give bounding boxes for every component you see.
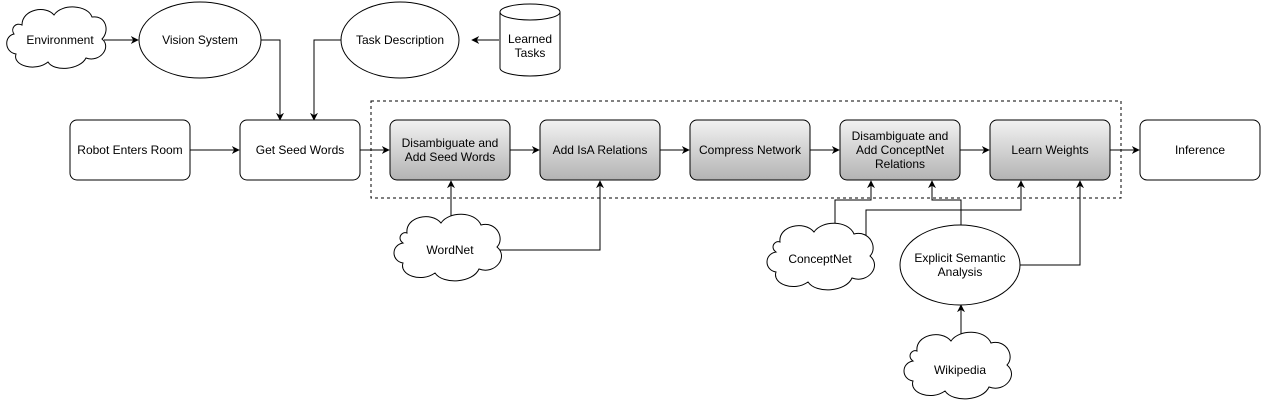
label-line: Learned — [508, 32, 552, 46]
label-line: Vision System — [162, 33, 238, 47]
label-line: Environment — [26, 33, 94, 47]
label-line: Tasks — [515, 46, 546, 60]
label-line: Inference — [1175, 143, 1225, 157]
add-isa-label: Add IsA Relations — [553, 143, 648, 157]
get-seed-words-label: Get Seed Words — [256, 143, 345, 157]
label-line: Learn Weights — [1011, 143, 1088, 157]
task-description-label: Task Description — [356, 33, 444, 47]
edge-esa-learn-weights — [1020, 180, 1084, 266]
edge-esa-disambiguate-relations — [928, 180, 962, 225]
box-disambiguate-seed — [389, 119, 511, 181]
label-line: WordNet — [426, 243, 474, 257]
label-line: Add IsA Relations — [553, 143, 648, 157]
conceptnet-label: ConceptNet — [788, 252, 852, 266]
edge-conceptnet-learn-weights — [865, 180, 1025, 240]
box-disambiguate-conceptnet — [839, 119, 961, 181]
cloud-conceptnet — [766, 222, 875, 291]
ellipse-esa — [899, 224, 1021, 306]
learn-weights-label: Learn Weights — [1011, 143, 1088, 157]
compress-network-label: Compress Network — [699, 143, 802, 157]
edge-wordnet-isa — [500, 180, 604, 251]
database-learned-tasks — [499, 3, 561, 77]
label-line: Analysis — [938, 265, 983, 279]
label-line: Relations — [875, 157, 925, 171]
wikipedia-label: Wikipedia — [934, 363, 986, 377]
label-line: Robot Enters Room — [77, 143, 182, 157]
ellipse-vision-system — [138, 1, 262, 79]
box-get-seed-words — [239, 119, 361, 181]
environment-label: Environment — [26, 33, 94, 47]
label-line: Wikipedia — [934, 363, 986, 377]
vision-system-label: Vision System — [162, 33, 238, 47]
inference-label: Inference — [1175, 143, 1225, 157]
robot-enters-room-label: Robot Enters Room — [77, 143, 182, 157]
edges — [104, 36, 1140, 340]
ellipse-task-description — [340, 1, 460, 79]
wordnet-label: WordNet — [426, 243, 474, 257]
box-compress-network — [689, 119, 811, 181]
label-line: Disambiguate and — [852, 129, 949, 143]
box-add-isa — [539, 119, 661, 181]
cloud-environment — [6, 6, 107, 69]
label-line: Disambiguate and — [402, 136, 499, 150]
box-learn-weights — [989, 119, 1111, 181]
box-robot-enters-room — [69, 119, 191, 181]
box-inference — [1139, 119, 1261, 181]
label-line: Get Seed Words — [256, 143, 345, 157]
label-line: Add ConceptNet — [856, 143, 945, 157]
label-line: Explicit Semantic — [914, 251, 1005, 265]
label-line: Task Description — [356, 33, 444, 47]
edge-task-description-seed-words — [310, 39, 342, 121]
cloud-wikipedia — [903, 331, 1012, 400]
label-line: Add Seed Words — [405, 150, 496, 164]
edge-conceptnet-disambiguate-relations — [834, 180, 875, 230]
cloud-wordnet — [393, 213, 502, 282]
edge-vision-seed-words — [261, 39, 284, 121]
label-line: ConceptNet — [788, 252, 852, 266]
label-line: Compress Network — [699, 143, 802, 157]
